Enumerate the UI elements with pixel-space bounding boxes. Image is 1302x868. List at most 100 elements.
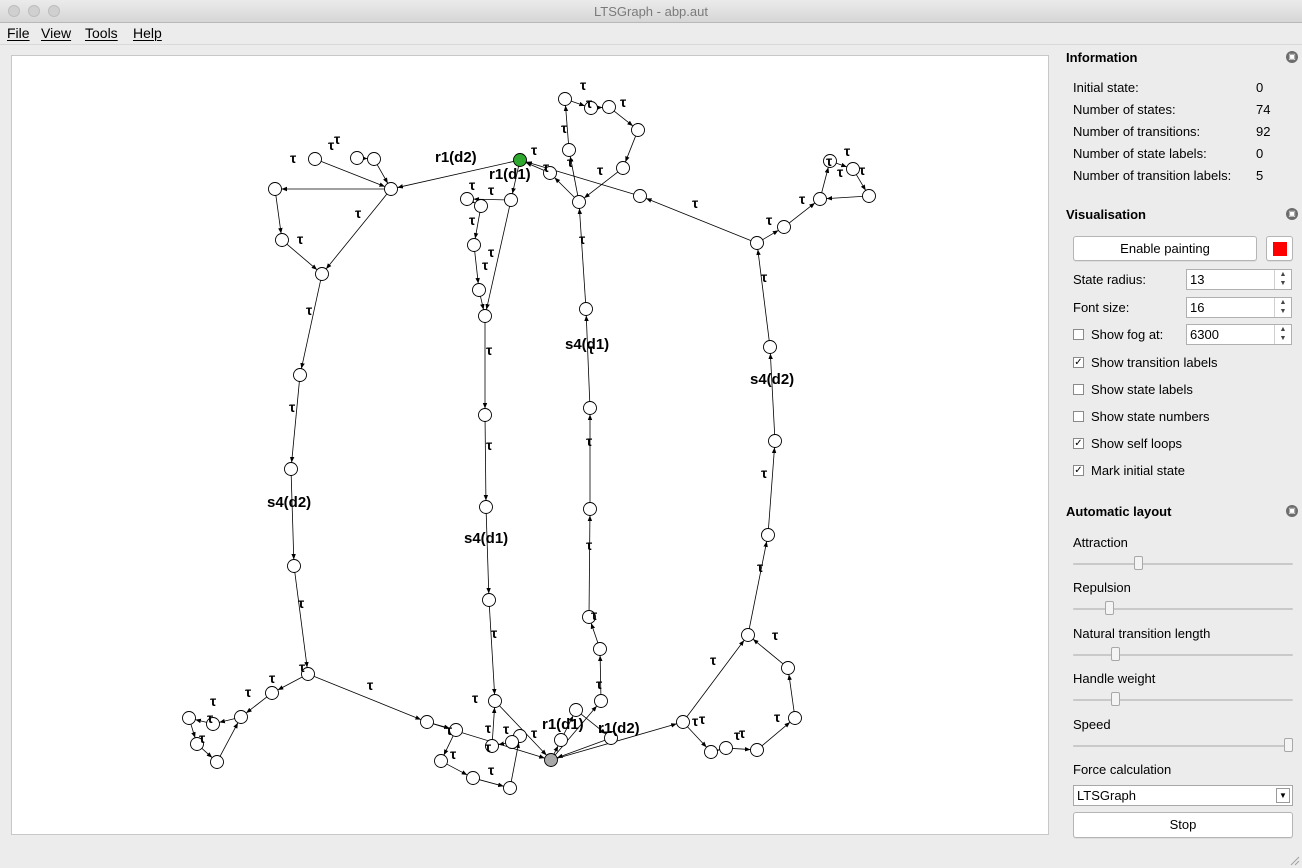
state-node[interactable]	[482, 593, 496, 607]
state-node[interactable]	[350, 151, 364, 165]
paint-color-button[interactable]	[1266, 236, 1293, 261]
spin-arrows-icon[interactable]: ▲▼	[1274, 270, 1291, 289]
menu-view[interactable]: View	[41, 25, 72, 41]
state-node[interactable]	[750, 743, 764, 757]
state-node[interactable]	[813, 192, 827, 206]
fog-spinbox[interactable]: 6300 ▲▼	[1186, 324, 1292, 345]
state-node[interactable]	[788, 711, 802, 725]
state-node[interactable]	[308, 152, 322, 166]
initial-state-node[interactable]	[513, 153, 527, 167]
undock-icon[interactable]: ▣	[1286, 51, 1298, 63]
spin-arrows-icon[interactable]: ▲▼	[1274, 298, 1291, 317]
state-node[interactable]	[823, 154, 837, 168]
state-node[interactable]	[572, 195, 586, 209]
slider-handle[interactable]	[1111, 647, 1120, 661]
state-node[interactable]	[554, 733, 568, 747]
state-node[interactable]	[265, 686, 279, 700]
natural-length-slider[interactable]	[1073, 647, 1293, 663]
attraction-slider[interactable]	[1073, 556, 1293, 572]
state-node[interactable]	[704, 745, 718, 759]
state-node[interactable]	[210, 755, 224, 769]
state-node[interactable]	[467, 238, 481, 252]
graph-canvas[interactable]: r1(d2)r1(d1)s4(d1)s4(d2)s4(d2)s4(d1)r1(d…	[11, 55, 1049, 835]
state-node[interactable]	[460, 192, 474, 206]
show-self-loops-checkbox[interactable]: ✓	[1073, 438, 1084, 449]
font-size-spinbox[interactable]: 16 ▲▼	[1186, 297, 1292, 318]
state-node[interactable]	[781, 661, 795, 675]
state-node[interactable]	[862, 189, 876, 203]
state-node[interactable]	[579, 302, 593, 316]
state-node[interactable]	[478, 408, 492, 422]
handle-weight-slider[interactable]	[1073, 692, 1293, 708]
state-node[interactable]	[485, 739, 499, 753]
show-state-numbers-checkbox[interactable]	[1073, 411, 1084, 422]
chevron-down-icon[interactable]: ▼	[1276, 788, 1290, 803]
state-node[interactable]	[472, 283, 486, 297]
slider-handle[interactable]	[1105, 601, 1114, 615]
minimize-window-button[interactable]	[28, 5, 40, 17]
state-node[interactable]	[301, 667, 315, 681]
zoom-window-button[interactable]	[48, 5, 60, 17]
stop-button[interactable]: Stop	[1073, 812, 1293, 838]
state-node[interactable]	[449, 723, 463, 737]
state-node[interactable]	[367, 152, 381, 166]
show-fog-checkbox[interactable]	[1073, 329, 1084, 340]
state-node[interactable]	[504, 193, 518, 207]
state-node[interactable]	[631, 123, 645, 137]
state-node[interactable]	[479, 500, 493, 514]
state-node[interactable]	[583, 401, 597, 415]
state-node[interactable]	[268, 182, 282, 196]
state-node[interactable]	[616, 161, 630, 175]
state-node[interactable]	[505, 735, 519, 749]
state-node[interactable]	[384, 182, 398, 196]
state-node[interactable]	[466, 771, 480, 785]
state-node[interactable]	[582, 610, 596, 624]
state-node[interactable]	[287, 559, 301, 573]
menu-help[interactable]: Help	[133, 25, 162, 41]
state-node[interactable]	[420, 715, 434, 729]
force-calculation-select[interactable]: LTSGraph ▼	[1073, 785, 1293, 806]
state-node[interactable]	[602, 100, 616, 114]
state-node[interactable]	[275, 233, 289, 247]
state-node[interactable]	[761, 528, 775, 542]
graph-svg[interactable]: r1(d2)r1(d1)s4(d1)s4(d2)s4(d2)s4(d1)r1(d…	[12, 56, 1048, 834]
undock-icon[interactable]: ▣	[1286, 505, 1298, 517]
state-node[interactable]	[190, 737, 204, 751]
state-node[interactable]	[676, 715, 690, 729]
state-node[interactable]	[488, 694, 502, 708]
state-node[interactable]	[284, 462, 298, 476]
resize-grip-icon[interactable]	[1288, 854, 1300, 866]
show-state-labels-checkbox[interactable]	[1073, 384, 1084, 395]
state-node[interactable]	[763, 340, 777, 354]
state-node[interactable]	[584, 101, 598, 115]
speed-slider[interactable]	[1073, 738, 1293, 754]
state-node[interactable]	[594, 694, 608, 708]
state-node[interactable]	[562, 143, 576, 157]
mark-initial-state-checkbox[interactable]: ✓	[1073, 465, 1084, 476]
state-node[interactable]	[604, 731, 618, 745]
state-node[interactable]	[583, 502, 597, 516]
state-node[interactable]	[593, 642, 607, 656]
menu-file[interactable]: File	[7, 25, 30, 41]
slider-handle[interactable]	[1284, 738, 1293, 752]
state-node[interactable]	[206, 717, 220, 731]
repulsion-slider[interactable]	[1073, 601, 1293, 617]
state-node[interactable]	[503, 781, 517, 795]
menu-tools[interactable]: Tools	[85, 25, 118, 41]
show-transition-labels-checkbox[interactable]: ✓	[1073, 357, 1084, 368]
state-node[interactable]	[543, 166, 557, 180]
enable-painting-button[interactable]: Enable painting	[1073, 236, 1257, 261]
state-node[interactable]	[741, 628, 755, 642]
state-node[interactable]	[478, 309, 492, 323]
state-node[interactable]	[182, 711, 196, 725]
slider-handle[interactable]	[1111, 692, 1120, 706]
slider-handle[interactable]	[1134, 556, 1143, 570]
state-node[interactable]	[569, 703, 583, 717]
state-node[interactable]	[474, 199, 488, 213]
state-node[interactable]	[234, 710, 248, 724]
state-node[interactable]	[293, 368, 307, 382]
state-node[interactable]	[544, 753, 558, 767]
state-node[interactable]	[558, 92, 572, 106]
state-node[interactable]	[846, 162, 860, 176]
state-node[interactable]	[434, 754, 448, 768]
